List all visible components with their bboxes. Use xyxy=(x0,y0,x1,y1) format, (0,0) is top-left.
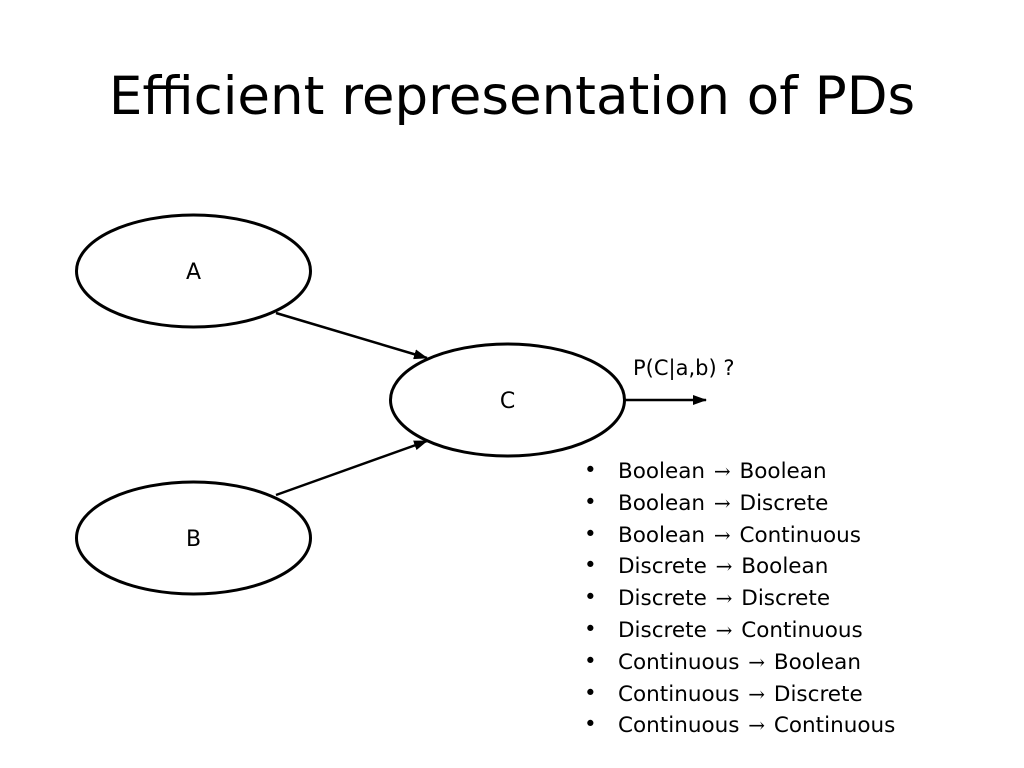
bullet-icon: • xyxy=(584,648,597,674)
bullet-icon: • xyxy=(584,585,597,611)
bullet-icon: • xyxy=(584,712,597,738)
list-item: • Discrete → Boolean xyxy=(578,551,895,583)
mapping-from: Continuous xyxy=(618,649,740,675)
mapping-to: Continuous xyxy=(739,522,861,548)
variable-type-mapping-list: • Boolean → Boolean • Boolean → Discrete •… xyxy=(578,456,895,742)
right-arrow-icon: → xyxy=(715,586,733,611)
list-item: • Continuous → Boolean xyxy=(578,647,895,679)
mapping-to: Continuous xyxy=(773,713,896,739)
mapping-from: Continuous xyxy=(618,681,740,707)
bullet-icon: • xyxy=(584,489,597,515)
right-arrow-icon: → xyxy=(713,490,731,515)
bullet-icon: • xyxy=(584,680,597,706)
mapping-from: Discrete xyxy=(618,586,707,612)
list-item: • Boolean → Boolean xyxy=(578,456,895,488)
mapping-to: Discrete xyxy=(773,681,863,707)
node-b: B xyxy=(75,480,312,596)
list-item: • Discrete → Discrete xyxy=(578,583,895,615)
mapping-from: Discrete xyxy=(618,554,707,580)
node-c: C xyxy=(389,342,626,458)
mapping-from: Boolean xyxy=(618,490,706,516)
mapping-from: Discrete xyxy=(618,617,707,643)
mapping-to: Boolean xyxy=(739,459,827,484)
bullet-icon: • xyxy=(584,553,597,579)
mapping-from: Boolean xyxy=(618,522,706,548)
bullet-icon: • xyxy=(584,521,597,547)
right-arrow-icon: → xyxy=(715,554,733,579)
right-arrow-icon: → xyxy=(713,522,731,547)
bullet-icon: • xyxy=(584,458,597,483)
right-arrow-icon: → xyxy=(748,681,766,706)
slide-title: Efficient representation of PDs xyxy=(108,66,916,127)
edge-a-to-c xyxy=(275,311,428,360)
mapping-from: Boolean xyxy=(618,459,706,484)
mapping-from: Continuous xyxy=(618,713,740,739)
mapping-to: Discrete xyxy=(739,490,829,516)
right-arrow-icon: → xyxy=(715,617,733,642)
bullet-icon: • xyxy=(584,616,597,642)
list-item: • Continuous → Continuous xyxy=(578,710,895,742)
node-c-label: C xyxy=(500,389,515,414)
mapping-to: Boolean xyxy=(773,649,861,675)
right-arrow-icon: → xyxy=(748,713,766,738)
list-item: • Boolean → Continuous xyxy=(578,520,895,552)
node-a-label: A xyxy=(186,260,201,285)
list-item: • Boolean → Discrete xyxy=(578,488,895,520)
node-b-label: B xyxy=(186,527,201,552)
list-item: • Continuous → Discrete xyxy=(578,679,895,711)
mapping-to: Boolean xyxy=(741,554,829,580)
right-arrow-icon: → xyxy=(713,459,731,483)
conditional-probability-label: P(C|a,b) ? xyxy=(633,356,735,380)
right-arrow-icon: → xyxy=(748,649,766,674)
node-a: A xyxy=(75,213,312,329)
mapping-to: Continuous xyxy=(741,617,863,643)
edge-b-to-c xyxy=(275,439,428,497)
list-item: • Discrete → Continuous xyxy=(578,615,895,647)
mapping-to: Discrete xyxy=(741,586,831,612)
